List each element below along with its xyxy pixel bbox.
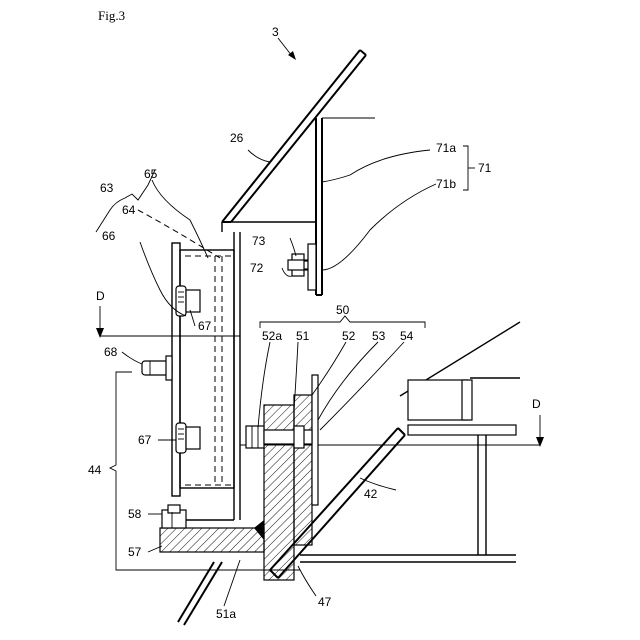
label-26: 26 <box>230 131 244 145</box>
label-D-right: D <box>532 397 541 411</box>
label-44: 44 <box>88 463 102 477</box>
reference-labels: 3 26 71a 71 71b 63 65 64 66 73 72 50 D D… <box>88 25 541 621</box>
figure-title: Fig.3 <box>98 8 125 23</box>
label-72: 72 <box>250 261 264 275</box>
right-structure <box>300 322 520 562</box>
bolt-73 <box>288 244 316 290</box>
label-64: 64 <box>122 203 136 217</box>
label-73: 73 <box>252 234 266 248</box>
frame-plate <box>316 118 375 295</box>
top-cover <box>222 50 366 222</box>
label-71: 71 <box>478 161 492 175</box>
label-53: 53 <box>372 329 386 343</box>
label-71a: 71a <box>436 141 456 155</box>
label-3: 3 <box>272 25 279 39</box>
box-63 <box>138 210 234 496</box>
hinge-57 <box>160 505 264 625</box>
label-51a: 51a <box>216 607 236 621</box>
label-67-lower: 67 <box>138 433 152 447</box>
label-67-upper: 67 <box>198 319 212 333</box>
label-47: 47 <box>318 595 332 609</box>
pin-68 <box>142 356 172 380</box>
label-54: 54 <box>400 329 414 343</box>
label-52a: 52a <box>262 329 282 343</box>
label-63: 63 <box>100 181 114 195</box>
clip-67-upper <box>176 286 200 316</box>
label-51: 51 <box>296 329 310 343</box>
label-65: 65 <box>144 167 158 181</box>
label-D-left: D <box>96 289 105 303</box>
label-50: 50 <box>336 303 350 317</box>
label-57: 57 <box>128 545 142 559</box>
label-58: 58 <box>128 507 142 521</box>
label-68: 68 <box>104 345 118 359</box>
label-42: 42 <box>364 487 378 501</box>
label-71b: 71b <box>436 177 456 191</box>
label-66: 66 <box>102 229 116 243</box>
clip-67-lower <box>176 423 200 453</box>
label-52: 52 <box>342 329 356 343</box>
